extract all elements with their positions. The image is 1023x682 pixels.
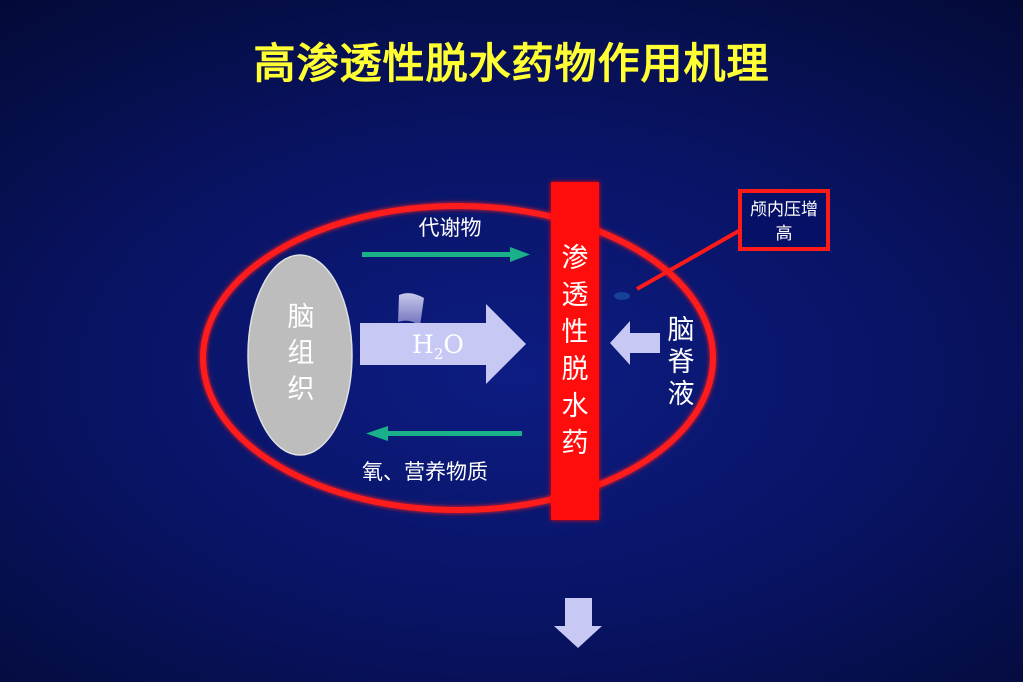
drug-bar <box>551 182 599 520</box>
pointer-shadow <box>614 292 630 300</box>
oxygen-nutrients-label: 氧、营养物质 <box>362 460 488 484</box>
intracranial-pressure-callout: 颅内压增高 <box>738 189 830 251</box>
csf-arrow <box>610 321 660 365</box>
water-wave-icon <box>398 293 424 326</box>
brain-tissue-ellipse <box>247 254 353 456</box>
csf-label: 脑脊液 <box>667 315 695 410</box>
callout-pointer <box>636 226 745 291</box>
water-arrow <box>360 304 526 384</box>
brain-compartment-ellipse <box>200 203 716 513</box>
brain-tissue-label: 脑组织 <box>287 302 315 405</box>
metabolite-arrow <box>362 247 530 262</box>
metabolites-label: 代谢物 <box>418 216 482 240</box>
water-label: H2O <box>412 330 464 363</box>
dehydrating-drug-label: 渗透性脱水药 <box>561 243 589 459</box>
down-arrow-icon <box>554 598 602 648</box>
page-title: 高渗透性脱水药物作用机理 <box>253 39 770 88</box>
nutrient-arrow <box>366 426 522 441</box>
